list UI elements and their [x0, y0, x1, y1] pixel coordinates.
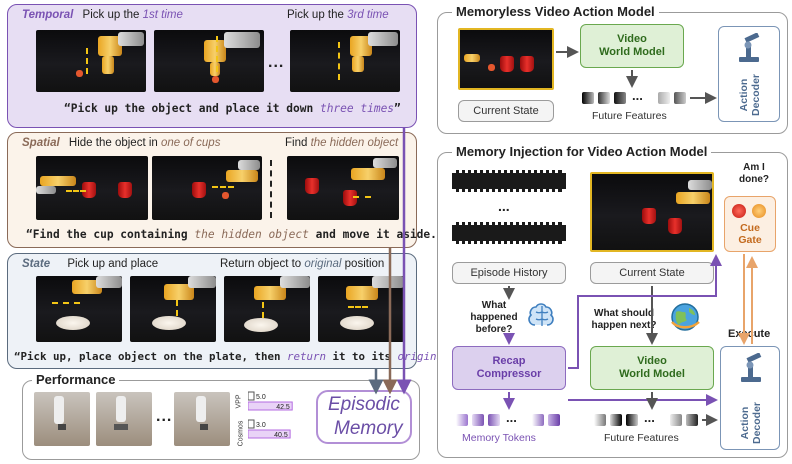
injection-current-state: Current State: [590, 262, 714, 284]
temporal-tag: Temporal: [22, 9, 74, 21]
ml-feature-4: [658, 92, 670, 104]
state-frame-3: [224, 276, 310, 342]
temporal-frame-3: [290, 30, 400, 92]
ml-feature-5: [674, 92, 686, 104]
bar-label-cosmos-1: 40.5: [274, 432, 288, 439]
spatial-quote: “Find the cup containing the hidden obje…: [26, 228, 444, 241]
future-feature-1: [594, 414, 606, 426]
ml-feature-2: [598, 92, 610, 104]
performance-bar-chart: 5.0 42.5 3.0 40.5: [248, 391, 293, 439]
bar-label-vpp-0: 5.0: [256, 394, 266, 401]
state-title-right: Return object to original position: [220, 258, 385, 270]
sim-frame-3: [174, 392, 230, 446]
temporal-title-right: Pick up the 3rd time: [287, 9, 389, 21]
state-title-left: State Pick up and place: [22, 258, 159, 270]
bar-label-vpp-1: 42.5: [276, 404, 290, 411]
ml-feature-1: [582, 92, 594, 104]
memory-tokens-label: Memory Tokens: [462, 432, 536, 444]
spatial-divider: [270, 160, 272, 218]
spatial-frame-2: [152, 156, 262, 220]
future-feature-ellipsis: ...: [644, 410, 655, 425]
memoryless-title: Memoryless Video Action Model: [452, 4, 659, 19]
episode-history-dots: ...: [498, 198, 510, 214]
temporal-title-left: Temporal Pick up the 1st time: [22, 9, 183, 21]
bar-cosmos-1: [248, 429, 291, 439]
episodic-memory-line2: Memory: [334, 418, 403, 439]
memory-token-4: [532, 414, 544, 426]
state-frame-1: [36, 276, 122, 342]
brain-icon: [526, 300, 558, 332]
spatial-tag: Spatial: [22, 137, 60, 149]
cue-gate-box: [724, 196, 776, 252]
injection-title: Memory Injection for Video Action Model: [452, 144, 712, 159]
bar-label-cosmos-0: 3.0: [256, 422, 266, 429]
robot-arm-icon: [735, 32, 763, 63]
episode-history-label: Episode History: [452, 262, 566, 284]
spatial-frame-1: [36, 156, 148, 220]
memory-token-5: [548, 414, 560, 426]
memoryless-state-frame: [458, 28, 554, 90]
memoryless-future-features: Future Features: [592, 110, 667, 122]
memory-token-ellipsis: ...: [506, 410, 517, 425]
sim-frame-1: [34, 392, 90, 446]
ml-feature-3: [614, 92, 626, 104]
injection-world-model: Video World Model: [590, 346, 714, 390]
sim-frame-2: [96, 392, 152, 446]
future-feature-2: [610, 414, 622, 426]
spatial-title-left: Spatial Hide the object in one of cups: [22, 137, 221, 149]
memory-token-1: [456, 414, 468, 426]
state-tag: State: [22, 258, 51, 270]
performance-title: Performance: [32, 372, 120, 387]
future-feature-5: [686, 414, 698, 426]
future-feature-3: [626, 414, 638, 426]
memoryless-current-state: Current State: [458, 100, 554, 122]
state-quote: “Pick up, place object on the plate, the…: [14, 350, 456, 363]
state-frame-2: [130, 276, 216, 342]
future-features-label: Future Features: [604, 432, 679, 444]
performance-ellipsis: ...: [156, 408, 173, 425]
temporal-ellipsis: ...: [268, 54, 285, 71]
spatial-frame-3: [287, 156, 399, 220]
recap-compressor: Recap Compressor: [452, 346, 566, 390]
episodic-memory-box: [316, 390, 412, 444]
future-feature-4: [670, 414, 682, 426]
spatial-title-right: Find the hidden object: [285, 137, 399, 149]
ml-feature-ellipsis: ...: [632, 88, 643, 103]
cue-gate-red-light: [732, 204, 746, 218]
cue-gate-orange-light: [752, 204, 766, 218]
episode-history-strip-2: [452, 222, 566, 244]
temporal-frame-2: [154, 30, 264, 92]
episode-history-strip-1: [452, 170, 566, 192]
episodic-memory-line1: Episodic: [328, 394, 400, 415]
temporal-frame-1: [36, 30, 146, 92]
bar-vpp-1: [248, 401, 293, 411]
injection-state-frame: [590, 172, 714, 252]
temporal-quote: “Pick up the object and place it down th…: [64, 102, 401, 115]
memory-token-3: [488, 414, 500, 426]
memoryless-world-model: Video World Model: [580, 24, 684, 68]
bar-vpp-0: [248, 391, 255, 401]
memory-token-2: [472, 414, 484, 426]
globe-icon: [668, 300, 702, 334]
bar-cosmos-0: [248, 419, 255, 429]
robot-arm-icon-2: [737, 352, 765, 383]
